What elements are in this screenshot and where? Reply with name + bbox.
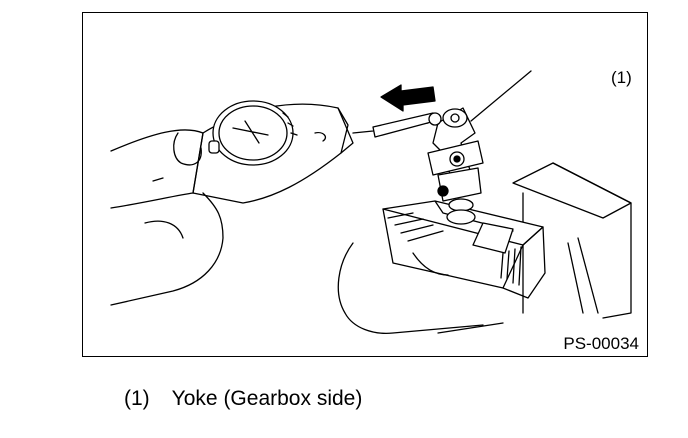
yoke-assembly [427,107,484,225]
spring-scale-yoke-illustration [110,70,632,334]
operator-hand [110,129,224,306]
legend-marker: (1) [124,387,150,410]
arrow-left-icon [380,84,436,112]
callout-label: (1) [611,68,632,87]
illustration-frame: (1) PS-00034 [82,12,648,357]
spring-scale [192,100,442,204]
figure-code: PS-00034 [563,334,639,353]
holding-hand [337,242,504,334]
legend-text: Yoke (Gearbox side) [171,387,363,410]
legend-item: (1) Yoke (Gearbox side) [124,388,362,409]
callout-leader-line [470,70,532,122]
vise [512,162,632,319]
